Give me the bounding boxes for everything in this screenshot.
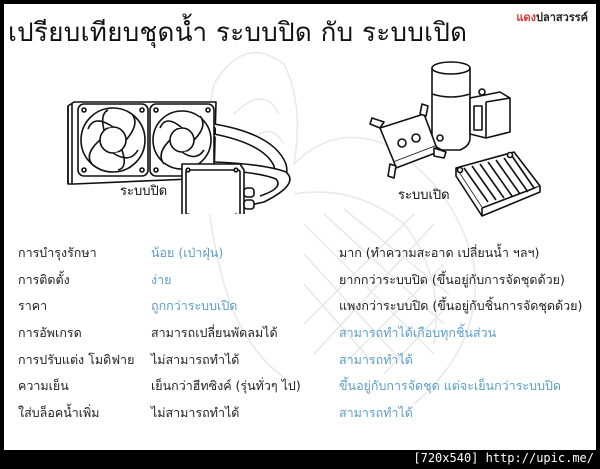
row-label: ใส่บล็อคน้ำเพิ่ม xyxy=(18,404,100,420)
comparison-table: การบำรุงรักษา น้อย (เป่าฝุ่น) มาก (ทำควา… xyxy=(18,240,594,426)
closed-loop-value: ไม่สามารถทำได้ xyxy=(151,351,240,367)
open-loop-value: มาก (ทำความสะอาด เปลี่ยนน้ำ ฯลฯ) xyxy=(339,245,540,261)
table-row: การปรับแต่ง โมดิฟาย ไม่สามารถทำได้ สามาร… xyxy=(18,346,594,373)
open-loop-value: ขึ้นอยู่กับการจัดชุด แต่จะเย็นกว่าระบบปิ… xyxy=(339,378,562,394)
row-label: การปรับแต่ง โมดิฟาย xyxy=(18,351,135,367)
table-row: ใส่บล็อคน้ำเพิ่ม ไม่สามารถทำได้ สามารถทำ… xyxy=(18,400,594,427)
open-loop-value: สามารถทำได้ xyxy=(339,351,413,367)
row-label: การติดตั้ง xyxy=(18,271,70,287)
row-label: การบำรุงรักษา xyxy=(18,245,97,261)
closed-loop-value: น้อย (เป่าฝุ่น) xyxy=(151,245,224,261)
image-host-link[interactable]: [720x540] http://upic.me/ xyxy=(413,451,594,465)
table-row: การอัพเกรด สามารถเปลี่ยนพัดลมได้ สามารถท… xyxy=(18,320,594,347)
table-row: การบำรุงรักษา น้อย (เป่าฝุ่น) มาก (ทำควา… xyxy=(18,240,594,267)
brand-part1: แดง xyxy=(516,11,537,24)
image-host-footer: [720x540] http://upic.me/ xyxy=(0,450,600,469)
closed-loop-value: ถูกกว่าระบบเปิด xyxy=(151,298,238,314)
table-row: ราคา ถูกกว่าระบบเปิด แพงกว่าระบบปิด (ขึ้… xyxy=(18,293,594,320)
open-loop-value: แพงกว่าระบบปิด (ขึ้นอยู่กับชิ้นการจัดชุด… xyxy=(339,298,583,314)
brand-part2: ปลาสวรรค์ xyxy=(536,11,588,24)
closed-loop-value: ง่าย xyxy=(151,271,172,287)
open-loop-value: สามารถทำได้เกือบทุกชิ้นส่วน xyxy=(339,325,497,341)
closed-loop-caption: ระบบปิด xyxy=(120,184,168,199)
page-title: เปรียบเทียบชุดน้ำ ระบบปิด กับ ระบบเปิด xyxy=(8,18,468,48)
table-row: ความเย็น เย็นกว่าฮีทซิงค์ (รุ่นทั่วๆ ไป)… xyxy=(18,373,594,400)
open-loop-caption: ระบบเปิด xyxy=(398,188,450,203)
open-loop-value: ยากกว่าระบบปิด (ขึ้นอยู่กับการจัดชุดด้วย… xyxy=(339,271,565,287)
infographic: เปรียบเทียบชุดน้ำ ระบบปิด กับ ระบบเปิด แ… xyxy=(4,4,596,450)
row-label: การอัพเกรด xyxy=(18,325,82,341)
closed-loop-value: เย็นกว่าฮีทซิงค์ (รุ่นทั่วๆ ไป) xyxy=(151,378,301,394)
closed-loop-value: สามารถเปลี่ยนพัดลมได้ xyxy=(151,325,278,341)
custom-loop-parts-illustration xyxy=(369,61,541,217)
aio-liquid-cooler-illustration xyxy=(67,101,291,214)
row-label: ราคา xyxy=(18,298,48,314)
row-label: ความเย็น xyxy=(18,378,69,394)
table-row: การติดตั้ง ง่าย ยากกว่าระบบปิด (ขึ้นอยู่… xyxy=(18,267,594,294)
open-loop-value: สามารถทำได้ xyxy=(339,404,413,420)
closed-loop-value: ไม่สามารถทำได้ xyxy=(151,404,240,420)
brand-logo: แดงปลาสวรรค์ xyxy=(516,8,588,26)
